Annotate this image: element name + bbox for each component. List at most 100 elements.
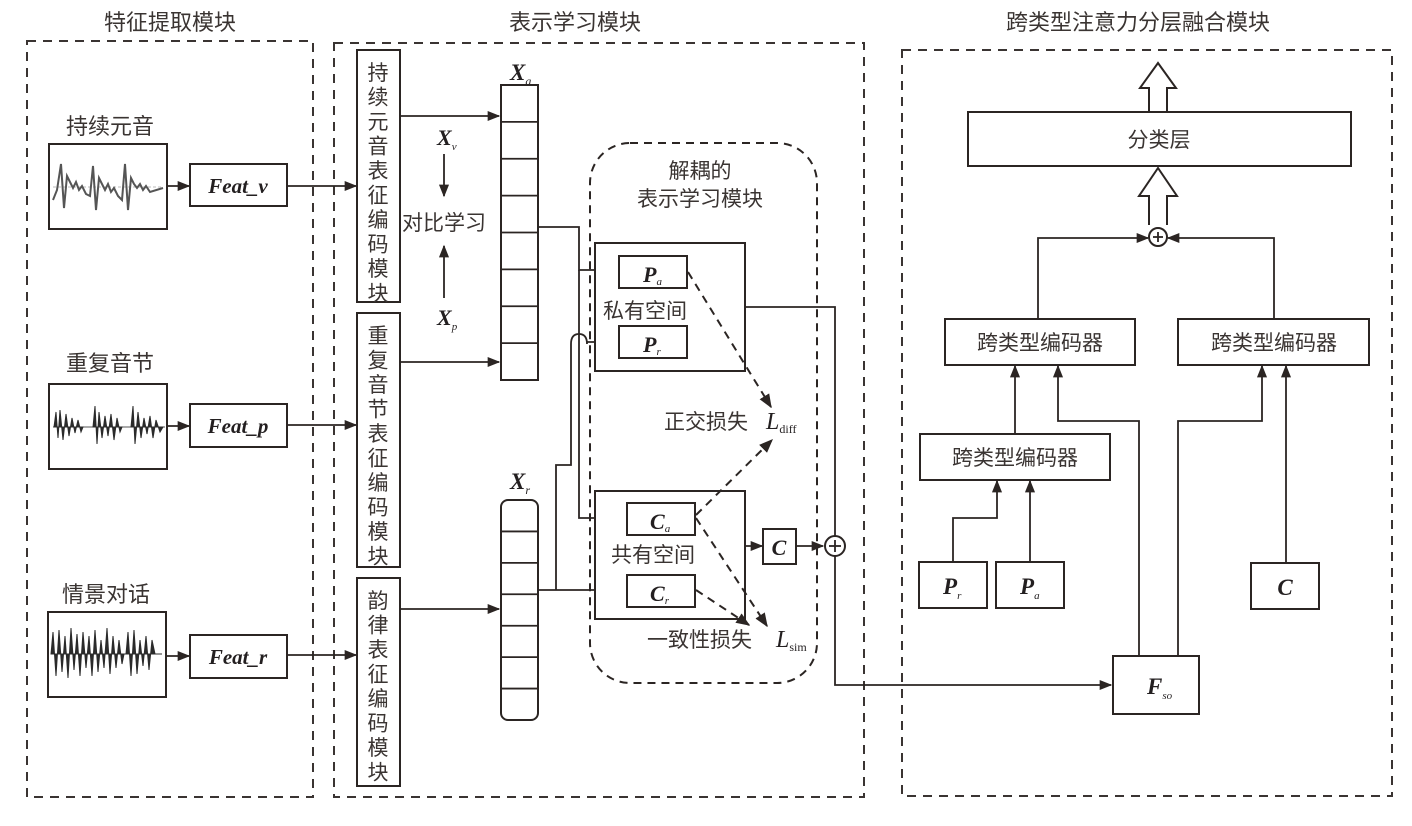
cr-symbol: Cr — [650, 581, 670, 607]
encoder-char: 元 — [368, 110, 389, 134]
encoder-char: 节 — [368, 398, 389, 422]
encoder-char: 表 — [368, 159, 389, 183]
encoder-char: 韵 — [368, 589, 389, 613]
fusion-pr-box: Pr — [918, 561, 988, 609]
encoder-char: 复 — [368, 349, 389, 373]
encoder-char: 模 — [368, 736, 389, 760]
encoder-char: 模 — [368, 257, 389, 281]
encoder-char: 续 — [368, 86, 389, 110]
xv-symbol: Xv — [436, 125, 457, 153]
classification-layer-label: 分类层 — [1128, 128, 1191, 152]
input-label: 情景对话 — [62, 583, 150, 608]
l-diff-symbol: Ldiff — [765, 409, 796, 436]
situational-dialogue-waveform-icon — [50, 627, 162, 679]
c-symbol: C — [772, 535, 787, 560]
encoder-char: 重 — [368, 324, 389, 348]
encoder-char: 块 — [368, 761, 389, 785]
feature-extraction-module: 特征提取模块 — [26, 11, 314, 798]
representation-learning-title: 表示学习模块 — [509, 11, 641, 36]
common-c-box: C — [762, 528, 797, 565]
contrastive-learning: Xv 对比学习 Xp — [402, 125, 486, 333]
private-space-label: 私有空间 — [603, 299, 687, 323]
input-sustained-vowel: 持续元音 Feat_v — [48, 115, 358, 230]
fso-box: Fso — [1112, 655, 1200, 715]
pa-symbol: Pa — [1019, 574, 1040, 602]
fusion-module: 跨类型注意力分层融合模块 — [901, 11, 1393, 797]
feat-r-label: Feat_r — [208, 645, 268, 669]
encoder-char: 征 — [368, 447, 389, 471]
encoder-char: 征 — [368, 184, 389, 208]
feat-v-label: Feat_v — [207, 174, 268, 198]
encoder-char: 律 — [368, 614, 389, 638]
l-sim-symbol: Lsim — [775, 627, 807, 654]
private-space: Pa 私有空间 Pr — [594, 242, 746, 372]
encoder-char: 块 — [368, 282, 389, 306]
representation-learning-module: 表示学习模块 — [333, 11, 865, 798]
common-space-label: 共有空间 — [611, 543, 695, 567]
c-symbol: C — [1277, 575, 1293, 600]
output-arrow-icon — [1138, 61, 1178, 112]
encoder-char: 表 — [368, 638, 389, 662]
consistency-loss-label: 一致性损失 — [647, 628, 752, 652]
vector-xr: Xr — [500, 469, 539, 721]
input-repeated-syllable: 重复音节 Feat_p — [48, 352, 358, 470]
cross-type-encoder-right: 跨类型编码器 — [1177, 318, 1370, 366]
disentangled-title-line2: 表示学习模块 — [637, 187, 763, 211]
consistency-loss: 一致性损失 Lsim — [647, 517, 807, 654]
classification-layer: 分类层 — [967, 111, 1352, 167]
disentangled-title-line1: 解耦的 — [669, 159, 732, 183]
vector-frame — [500, 499, 539, 721]
cross-type-encoder-label: 跨类型编码器 — [952, 446, 1078, 470]
cross-type-encoder-label: 跨类型编码器 — [977, 331, 1103, 355]
fusion-pa-box: Pa — [995, 561, 1065, 609]
input-label: 持续元音 — [66, 115, 154, 140]
sum-node — [824, 535, 846, 557]
feat-p-label: Feat_p — [207, 414, 269, 438]
encoder-char: 块 — [368, 545, 389, 569]
encoder-char: 音 — [368, 135, 389, 159]
sustained-vowel-waveform-icon — [52, 163, 164, 211]
vector-xa: Xa — [500, 60, 539, 381]
encoder-char: 码 — [368, 712, 389, 736]
fusion-arrow-icon — [1137, 166, 1179, 225]
fusion-module-title: 跨类型注意力分层融合模块 — [1006, 11, 1270, 36]
orthogonal-loss: 正交损失 Ldiff — [664, 271, 796, 516]
orthogonal-loss-label: 正交损失 — [664, 410, 748, 434]
repeated-syllable-waveform-icon — [53, 405, 165, 445]
contrastive-learning-label: 对比学习 — [402, 211, 486, 235]
xr-symbol: Xr — [509, 469, 530, 497]
encoder-char: 表 — [368, 422, 389, 446]
encoder-char: 编 — [368, 208, 389, 232]
encoder-char: 征 — [368, 663, 389, 687]
encoder-char: 码 — [368, 233, 389, 257]
xa-symbol: Xa — [509, 60, 531, 88]
xp-symbol: Xp — [436, 305, 458, 333]
input-label: 重复音节 — [66, 352, 154, 377]
encoder-char: 音 — [368, 373, 389, 397]
encoder-char: 编 — [368, 687, 389, 711]
fusion-sum-node — [1148, 227, 1168, 247]
pa-symbol: Pa — [642, 262, 662, 288]
encoder-char: 模 — [368, 520, 389, 544]
pr-symbol: Pr — [642, 332, 661, 358]
encoder-char: 持 — [368, 61, 389, 85]
cross-type-encoder-bottom: 跨类型编码器 — [919, 433, 1111, 481]
cross-type-encoder-left: 跨类型编码器 — [944, 318, 1136, 366]
fusion-c-box: C — [1250, 562, 1320, 610]
fso-symbol: Fso — [1146, 674, 1173, 702]
cross-type-encoder-label: 跨类型编码器 — [1211, 331, 1337, 355]
encoder-char: 码 — [368, 496, 389, 520]
ca-symbol: Ca — [650, 509, 671, 535]
encoder-char: 编 — [368, 471, 389, 495]
feature-extraction-title: 特征提取模块 — [104, 11, 236, 36]
input-situational-dialogue: 情景对话 Feat_r — [47, 583, 358, 698]
common-space: Ca 共有空间 Cr — [594, 490, 746, 620]
pr-symbol: Pr — [942, 574, 962, 602]
